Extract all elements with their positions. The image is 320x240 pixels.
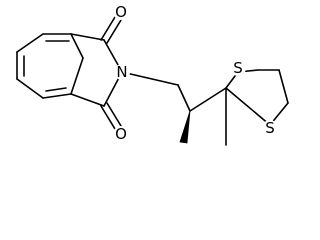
bond (278, 69, 289, 104)
atom-label-N: N (116, 63, 127, 81)
atom-S1: S (230, 59, 246, 77)
bond (177, 84, 191, 112)
bond (106, 102, 122, 127)
bond (121, 71, 179, 86)
bond-inner (45, 87, 67, 92)
atom-O1: O (113, 3, 129, 21)
atom-N: N (114, 63, 130, 81)
bond (70, 57, 84, 95)
bond (70, 33, 105, 41)
bond (189, 87, 227, 112)
atom-O2: O (113, 125, 129, 143)
bond (225, 87, 271, 126)
atom-S2: S (262, 119, 278, 137)
atom-label-O2: O (115, 125, 127, 143)
bond (42, 93, 72, 99)
atom-label-S1: S (233, 59, 243, 77)
bond (70, 93, 105, 107)
bond (70, 33, 84, 59)
benzene-ring (16, 33, 84, 99)
bond (100, 16, 116, 41)
bond (106, 19, 122, 44)
bond (16, 33, 44, 53)
atom-label-O1: O (115, 3, 127, 21)
carbonyl-bonds (100, 16, 122, 130)
stereo-wedge-bond (179, 110, 191, 144)
bond (100, 105, 116, 130)
atom-label-S2: S (265, 119, 275, 137)
structure-diagram: O O N S S (16, 3, 289, 146)
bond (16, 78, 44, 99)
side-chain (121, 71, 191, 144)
